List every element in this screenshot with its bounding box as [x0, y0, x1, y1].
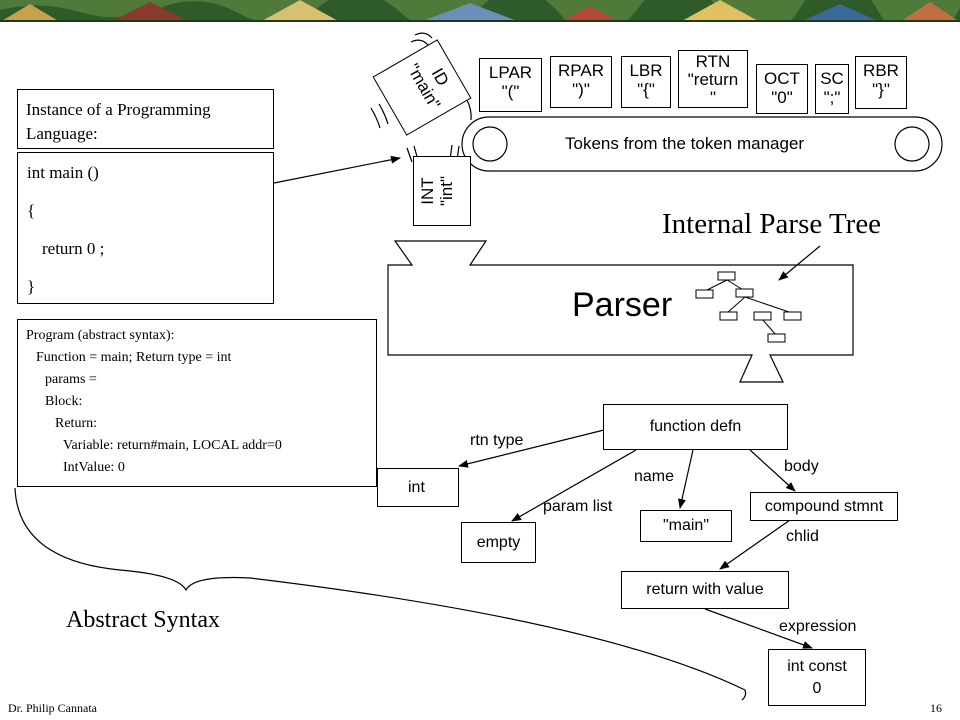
token-kind: INT	[418, 177, 437, 205]
token-image: ";"	[823, 88, 841, 107]
token-kind: SC	[820, 69, 844, 88]
footer-author: Dr. Philip Cannata	[8, 701, 97, 715]
node-int-const-value: 0	[812, 679, 822, 697]
ast-line: IntValue: 0	[63, 460, 125, 475]
code-line: return 0 ;	[42, 239, 105, 258]
parser-label: Parser	[572, 286, 673, 324]
node-int: int	[377, 468, 459, 507]
token-image: "("	[501, 82, 520, 101]
code-line: }	[27, 277, 36, 296]
edge-label-body: body	[784, 458, 819, 475]
node-int-const: int const 0	[768, 649, 866, 706]
token-image: ")"	[572, 80, 590, 99]
header-banner-image	[0, 0, 960, 22]
source-code-box: int main () { return 0 ; }	[17, 152, 274, 304]
abstract-syntax-box: Program (abstract syntax): Function = ma…	[17, 319, 377, 487]
token-int: INT "int"	[413, 156, 471, 226]
node-function-defn: function defn	[603, 404, 788, 450]
token-sc: SC ";"	[815, 64, 849, 114]
code-line: int main ()	[27, 163, 99, 182]
token-rtn: RTN "return "	[678, 50, 748, 108]
token-rpar: RPAR ")"	[550, 56, 612, 108]
node-main: "main"	[640, 510, 732, 542]
token-kind: RPAR	[558, 61, 604, 80]
token-image-close: "	[709, 88, 717, 107]
token-kind: RBR	[863, 61, 899, 80]
token-image: "int"	[437, 175, 456, 207]
token-kind: LPAR	[488, 63, 533, 82]
token-lpar: LPAR "("	[479, 58, 542, 112]
token-image: "0"	[771, 88, 793, 107]
edge-label-name: name	[634, 468, 675, 485]
node-return-with-value: return with value	[621, 571, 789, 609]
conveyor-label: Tokens from the token manager	[565, 134, 805, 153]
edge-label-param-list: param list	[543, 498, 613, 515]
edge-label-chlid: chlid	[786, 528, 819, 545]
code-line: {	[27, 201, 36, 220]
instance-title: Instance of a Programming Language:	[26, 100, 211, 143]
token-image: "return	[687, 70, 739, 89]
ast-line: Function = main; Return type = int	[36, 350, 232, 365]
ast-line: Variable: return#main, LOCAL addr=0	[63, 438, 282, 453]
token-image: "}"	[872, 80, 890, 99]
ast-line: Block:	[45, 394, 83, 409]
edge-label-rtn-type: rtn type	[470, 432, 524, 449]
node-int-const-label: int const	[787, 657, 847, 675]
page-number: 16	[930, 701, 942, 715]
token-kind: RTN	[695, 52, 731, 71]
node-compound-stmnt: compound stmnt	[750, 492, 898, 521]
parse-tree-label: Internal Parse Tree	[662, 208, 882, 240]
token-lbr: LBR "{"	[621, 56, 671, 108]
abstract-syntax-label: Abstract Syntax	[66, 607, 220, 633]
instance-title-box: Instance of a Programming Language:	[17, 89, 274, 149]
ast-line: Program (abstract syntax):	[26, 328, 175, 343]
token-image: "{"	[637, 80, 655, 99]
edge-label-expression: expression	[779, 618, 857, 635]
token-kind: LBR	[629, 61, 663, 80]
node-empty: empty	[461, 522, 536, 563]
token-rbr: RBR "}"	[855, 56, 907, 109]
ast-line: params =	[45, 372, 97, 387]
ast-line: Return:	[55, 416, 97, 431]
token-oct: OCT "0"	[756, 64, 808, 114]
token-kind: OCT	[764, 69, 800, 88]
